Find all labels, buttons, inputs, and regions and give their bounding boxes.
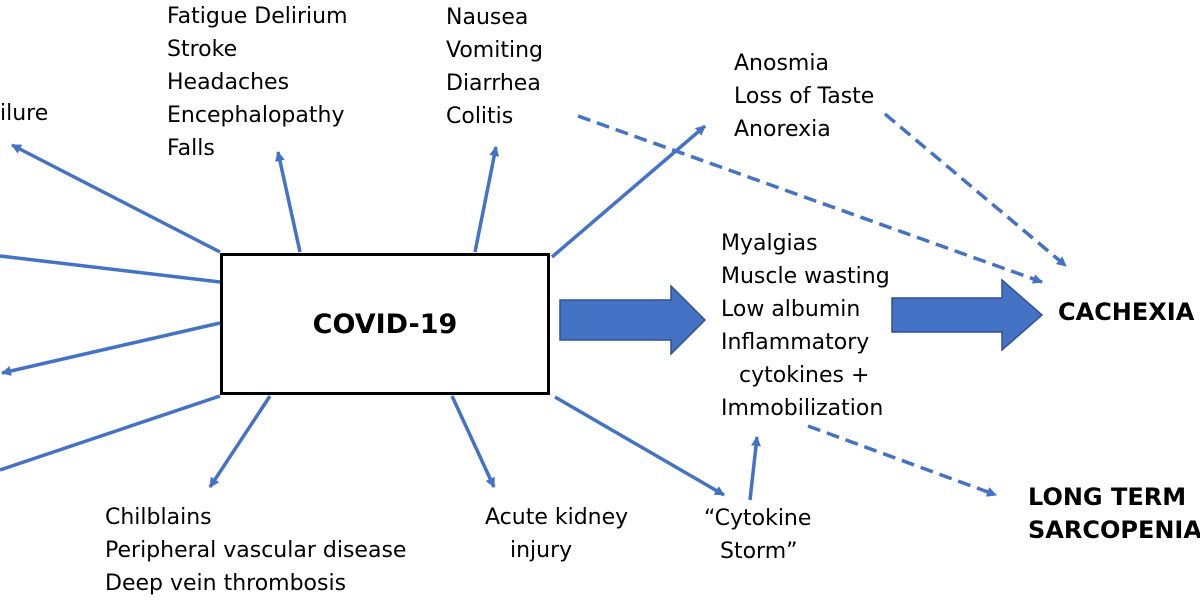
arrow-to-neuro	[275, 151, 302, 253]
vascular-item: Peripheral vascular disease	[105, 538, 407, 563]
muscle-symptoms: Myalgias Muscle wasting Low albumin Infl…	[721, 227, 890, 425]
muscle-item: Inflammatory	[721, 330, 870, 355]
vascular-item: Chilblains	[105, 505, 212, 530]
neuro-item: Encephalopathy	[167, 103, 345, 128]
arrow-to-storm	[554, 395, 725, 497]
covid-box: COVID-19	[220, 253, 550, 395]
cachexia-label: CACHEXIA	[1058, 298, 1195, 326]
neuro-symptoms: Fatigue Delirium Stroke Headaches Enceph…	[167, 0, 348, 165]
sensory-symptoms: Anosmia Loss of Taste Anorexia	[734, 47, 874, 146]
muscle-item: Muscle wasting	[721, 264, 890, 289]
neuro-item: Falls	[167, 136, 215, 161]
sensory-item: Anorexia	[734, 117, 831, 142]
neuro-item: Stroke	[167, 37, 238, 62]
failure-partial-label: ilure	[0, 101, 49, 126]
gi-symptoms: Nausea Vomiting Diarrhea Colitis	[446, 1, 543, 133]
muscle-item: Immobilization	[721, 396, 884, 421]
arrow-storm-to-muscle	[748, 436, 761, 501]
neuro-item: Headaches	[167, 70, 290, 95]
arrow-to-failure	[11, 143, 221, 254]
covid-label: COVID-19	[312, 308, 458, 340]
gi-item: Vomiting	[446, 38, 543, 63]
dashed-arrow-gi-to-cachexia	[577, 114, 1043, 284]
cytokine-storm-label: “Cytokine Storm”	[704, 506, 812, 564]
arrow-left-line-1	[0, 254, 221, 284]
block-arrow-to-muscle	[559, 284, 707, 356]
muscle-item: Low albumin	[721, 297, 861, 322]
sensory-item: Loss of Taste	[734, 84, 875, 109]
kidney-label: Acute kidney injury	[485, 505, 629, 563]
gi-item: Colitis	[446, 104, 514, 129]
block-arrow-to-cachexia	[891, 278, 1044, 352]
dashed-arrow-to-sarcopenia	[807, 424, 997, 497]
muscle-item: Myalgias	[721, 231, 818, 256]
vascular-item: Deep vein thrombosis	[105, 571, 347, 596]
muscle-item: cytokines +	[739, 363, 870, 388]
sensory-item: Anosmia	[734, 51, 829, 76]
gi-item: Nausea	[446, 5, 529, 30]
arrow-to-gi	[473, 146, 500, 253]
arrow-to-sensory	[550, 124, 707, 259]
vascular-symptoms: Chilblains Peripheral vascular disease D…	[105, 501, 406, 600]
arrow-to-kidney	[450, 395, 496, 488]
arrow-to-left-middle	[1, 321, 221, 376]
dashed-arrow-sensory-to-cachexia	[883, 112, 1068, 268]
arrow-left-line-2	[0, 394, 221, 472]
arrow-to-vascular	[208, 395, 272, 488]
sarcopenia-label: LONG TERM SARCOPENIA	[1028, 483, 1200, 544]
gi-item: Diarrhea	[446, 71, 541, 96]
neuro-item: Fatigue Delirium	[167, 4, 348, 29]
